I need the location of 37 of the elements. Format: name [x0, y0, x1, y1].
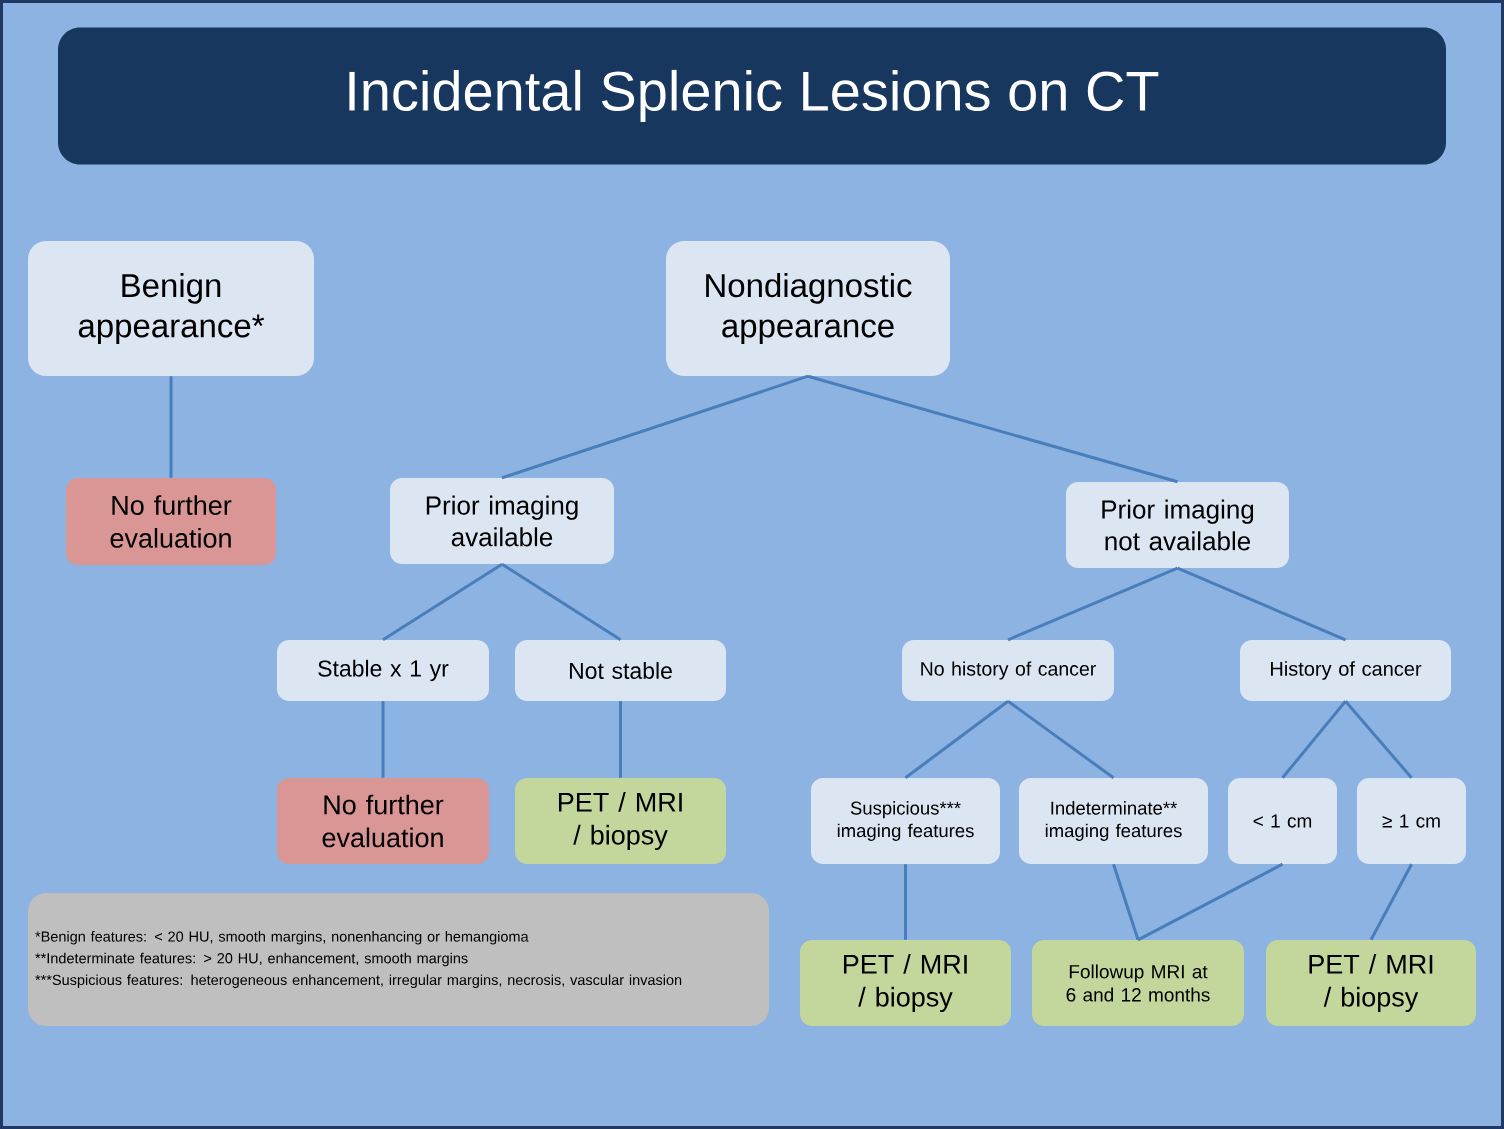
notes-box: *Benign features: < 20 HU, smooth margins, nonenhancing or hemangioma **Indeterminate features: > 20 HU, enhancement, smooth margins ***Suspicious features: heterogeneous enhancement, irregular margins, necrosis, vascular invasion: [28, 893, 769, 1026]
connector-line: [1137, 862, 1284, 942]
connector-line: [381, 701, 385, 778]
connector-line: [501, 562, 622, 642]
decision-box: History of cancer: [1240, 640, 1451, 701]
decision-box: Indeterminate** imaging features: [1019, 778, 1208, 864]
title-banner: Incidental Splenic Lesions on CT: [58, 27, 1446, 165]
outcome-box: PET / MRI / biopsy: [515, 778, 726, 864]
connector-line: [1112, 863, 1140, 941]
connector-line: [807, 374, 1178, 484]
connector-line: [619, 701, 622, 778]
connector-line: [904, 864, 907, 940]
connector-line: [1344, 700, 1413, 779]
connector-line: [1007, 566, 1179, 642]
category-box: Benign appearance*: [28, 241, 314, 376]
connector-line: [1369, 863, 1413, 941]
decision-box: ≥ 1 cm: [1357, 778, 1466, 864]
decision-box: Prior imaging not available: [1066, 482, 1289, 568]
decision-box: Prior imaging available: [390, 478, 614, 564]
connector-line: [904, 700, 1009, 779]
decision-box: No history of cancer: [902, 640, 1114, 701]
decision-box: Stable x 1 yr: [277, 640, 489, 701]
outcome-box: PET / MRI / biopsy: [800, 940, 1011, 1026]
outcome-box: No further evaluation: [277, 778, 489, 864]
connector-line: [501, 374, 809, 480]
decision-box: Not stable: [515, 640, 726, 701]
connector-line: [169, 376, 173, 478]
outcome-box: PET / MRI / biopsy: [1266, 940, 1476, 1026]
decision-box: Suspicious*** imaging features: [811, 778, 1000, 864]
decision-box: < 1 cm: [1228, 778, 1337, 864]
outcome-box: No further evaluation: [66, 478, 276, 565]
connector-line: [1176, 566, 1347, 642]
outcome-box: Followup MRI at 6 and 12 months: [1032, 940, 1244, 1026]
connector-line: [1007, 700, 1115, 779]
category-box: Nondiagnostic appearance: [666, 241, 950, 376]
connector-line: [1281, 700, 1347, 779]
connector-line: [382, 562, 503, 642]
